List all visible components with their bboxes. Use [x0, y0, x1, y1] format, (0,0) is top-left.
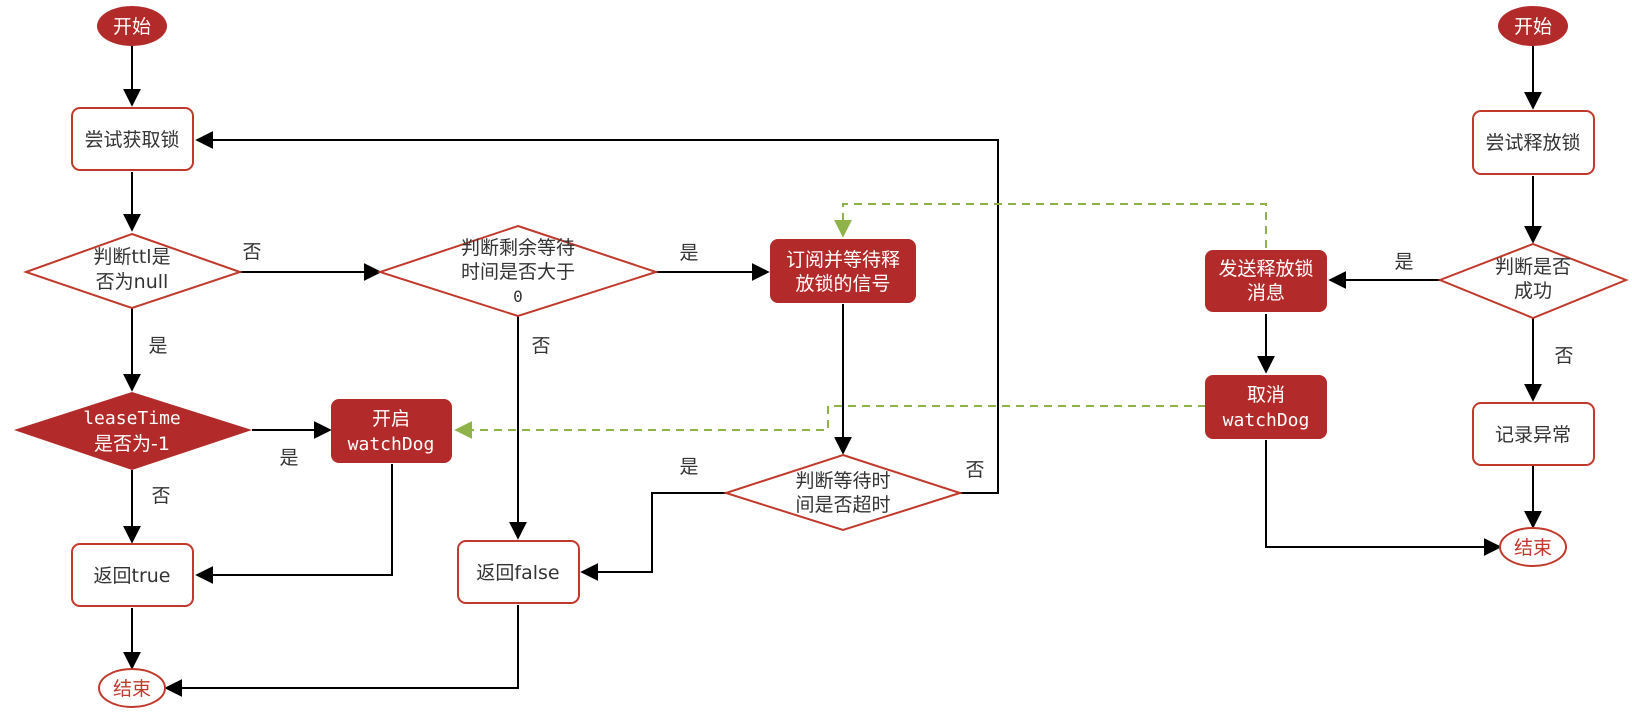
label-wait-yes: 是 — [679, 242, 698, 264]
edges — [123, 46, 1542, 697]
cancel-watchdog-node: 取消 watchDog — [1205, 375, 1327, 439]
label-wait-no: 否 — [531, 335, 550, 357]
watchdog-start-line2: watchDog — [348, 434, 435, 455]
return-true-node: 返回true — [71, 543, 194, 607]
try-lock-node: 尝试获取锁 — [71, 107, 194, 171]
return-true-label: 返回true — [94, 565, 171, 587]
wait-check-decision: 判断剩余等待 时间是否大于 0 — [376, 224, 660, 318]
lease-check-line1: leaseTime — [83, 408, 181, 429]
edge-labels: 否 是 是 否 是 否 是 否 是 否 — [148, 241, 1573, 507]
cancel-watchdog-line2: watchDog — [1223, 410, 1310, 431]
label-lease-yes: 是 — [279, 447, 298, 469]
ttl-check-line1: 判断ttl是 — [93, 246, 170, 268]
right-start-node: 开始 — [1498, 6, 1568, 46]
subscribe-node: 订阅并等待释 放锁的信号 — [770, 239, 916, 303]
label-ttl-yes: 是 — [148, 335, 167, 357]
timeout-check-line1: 判断等待时 — [795, 470, 890, 492]
success-check-decision: 判断是否 成功 — [1437, 242, 1629, 320]
log-error-node: 记录异常 — [1472, 402, 1595, 466]
signal-cancel-to-watchdog — [454, 405, 1206, 439]
return-false-node: 返回false — [457, 540, 580, 604]
right-end-node: 结束 — [1499, 527, 1567, 567]
success-check-line1: 判断是否 — [1495, 256, 1571, 278]
return-false-label: 返回false — [476, 562, 559, 584]
log-error-label: 记录异常 — [1495, 424, 1571, 446]
edge-return-false-to-end — [164, 605, 519, 697]
right-end-label: 结束 — [1514, 537, 1552, 559]
send-release-line2: 消息 — [1247, 282, 1285, 304]
try-release-label: 尝试释放锁 — [1485, 132, 1580, 154]
label-lease-no: 否 — [151, 485, 170, 507]
cancel-watchdog-line1: 取消 — [1247, 384, 1285, 406]
wait-check-line1: 判断剩余等待 — [461, 237, 575, 259]
label-ttl-no: 否 — [242, 241, 261, 263]
ttl-check-decision: 判断ttl是 否为null — [22, 232, 244, 310]
watchdog-start-line1: 开启 — [372, 408, 410, 430]
send-release-node: 发送释放锁 消息 — [1205, 250, 1327, 312]
ttl-check-line2: 否为null — [96, 271, 169, 293]
edge-timeout-yes-to-return-false — [580, 492, 726, 581]
send-release-line1: 发送释放锁 — [1218, 258, 1313, 280]
end-node: 结束 — [98, 668, 166, 708]
subscribe-line2: 放锁的信号 — [795, 273, 890, 295]
timeout-check-line2: 间是否超时 — [795, 494, 890, 516]
watchdog-start-node: 开启 watchDog — [331, 399, 452, 463]
label-timeout-no: 否 — [965, 459, 984, 481]
label-success-no: 否 — [1554, 345, 1573, 367]
wait-check-line2: 时间是否大于 — [461, 261, 575, 283]
signal-release-to-subscribe — [834, 203, 1267, 248]
wait-check-line3: 0 — [513, 287, 523, 306]
edge-cancel-watchdog-to-end — [1265, 440, 1502, 556]
lease-check-decision: leaseTime 是否为-1 — [14, 392, 252, 470]
right-start-label: 开始 — [1514, 16, 1552, 38]
success-check-line2: 成功 — [1514, 280, 1552, 302]
try-lock-label: 尝试获取锁 — [84, 129, 179, 151]
edge-timeout-no-to-try-lock — [195, 131, 999, 494]
lease-check-line2: 是否为-1 — [94, 433, 170, 455]
start-node: 开始 — [97, 6, 167, 46]
end-label: 结束 — [113, 678, 151, 700]
label-timeout-yes: 是 — [679, 456, 698, 478]
start-label: 开始 — [113, 16, 151, 38]
edge-watchdog-to-return-true — [195, 464, 393, 584]
subscribe-line1: 订阅并等待释 — [786, 249, 900, 271]
label-success-yes: 是 — [1394, 251, 1413, 273]
try-release-node: 尝试释放锁 — [1472, 110, 1595, 175]
timeout-check-decision: 判断等待时 间是否超时 — [722, 453, 964, 532]
signal-edges — [454, 203, 1267, 439]
